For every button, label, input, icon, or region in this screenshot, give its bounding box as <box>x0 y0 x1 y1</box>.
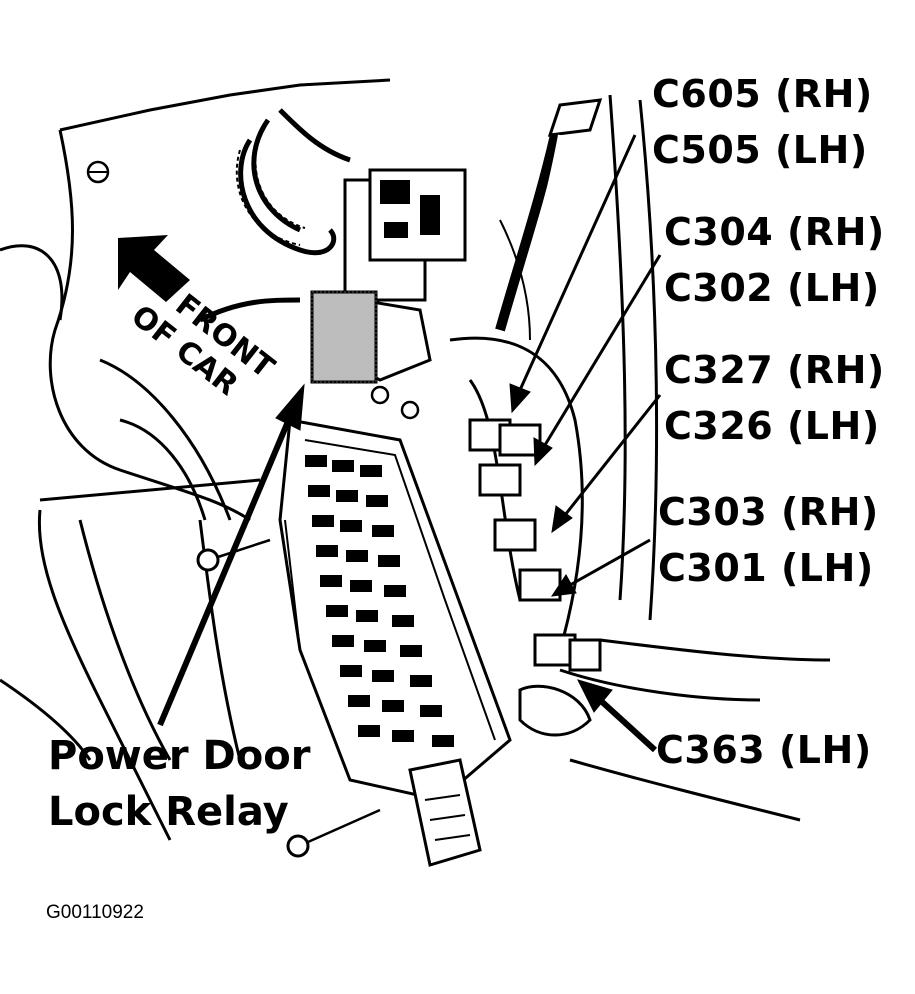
c327-c326-arrowhead <box>551 505 573 534</box>
connector-label-c304: C304 (RH) <box>664 210 885 254</box>
figure-id: G00110922 <box>46 902 144 923</box>
ribbon-harness <box>495 98 603 341</box>
connector-cluster <box>449 336 602 737</box>
bottom-bracket <box>408 758 482 867</box>
c304-c302-leader <box>543 254 662 446</box>
leader-arrows <box>157 134 662 753</box>
connector-label-c301: C301 (LH) <box>658 546 874 590</box>
connector-label-c505: C505 (LH) <box>652 128 868 172</box>
c363-leader <box>597 697 658 753</box>
connector-label-c605: C605 (RH) <box>652 72 873 116</box>
c327-c326-leader <box>563 394 662 516</box>
c363-arrowhead <box>577 679 613 713</box>
screw-left <box>196 538 271 572</box>
ground-symbol-icon <box>86 160 110 184</box>
connector-label-c303: C303 (RH) <box>658 490 879 534</box>
c303-c301-arrowhead <box>550 574 577 597</box>
relay-arrowhead <box>275 383 305 431</box>
c303-c301-leader <box>569 538 651 587</box>
fuse-block <box>278 418 512 802</box>
connector-label-c302: C302 (LH) <box>664 266 880 310</box>
connector-label-c363: C363 (LH) <box>656 728 872 772</box>
wiring-harness <box>198 108 351 323</box>
relay-leader-arrow <box>157 410 295 727</box>
relay-label-line2: Lock Relay <box>48 789 289 835</box>
harness-texture <box>235 129 306 246</box>
fuse-rows <box>305 455 454 747</box>
c304-c302-arrowhead <box>533 437 553 467</box>
panel-outline <box>0 78 831 841</box>
front-arrow-icon <box>118 235 190 302</box>
connector-label-c327: C327 (RH) <box>664 348 885 392</box>
connector-label-c326: C326 (LH) <box>664 404 880 448</box>
power-door-lock-relay <box>310 290 378 384</box>
screw-bottom <box>286 808 381 858</box>
c605-c505-leader <box>518 134 637 391</box>
relay-label-line1: Power Door <box>48 733 311 779</box>
c605-c505-arrowhead <box>509 383 531 414</box>
